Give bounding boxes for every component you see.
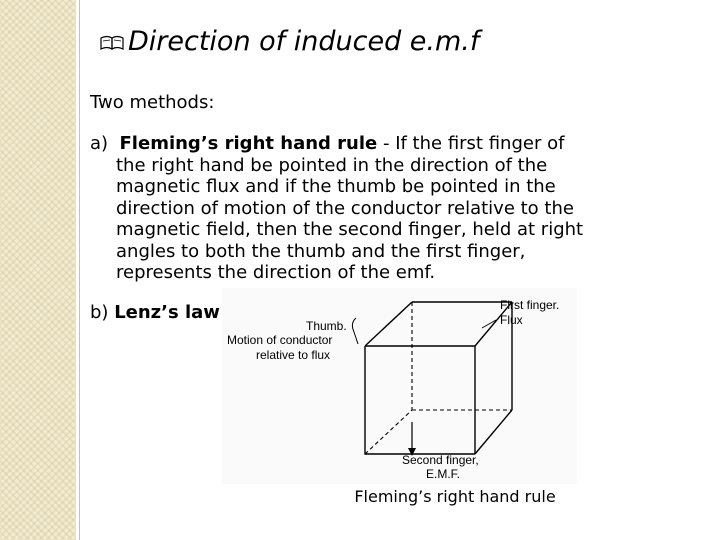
- book-bullet-icon: [98, 32, 128, 52]
- thumb-brace: [351, 317, 359, 345]
- item-a-term: Fleming’s right hand rule: [119, 133, 378, 154]
- thumb-label: Thumb.: [306, 319, 347, 333]
- figure-caption: Fleming’s right hand rule: [354, 487, 556, 506]
- motion-label-2: relative to flux: [256, 348, 330, 362]
- fleming-diagram: Thumb. Motion of conductor relative to f…: [222, 288, 577, 484]
- item-a-line-3: magnetic flux and if the thumb be pointe…: [116, 176, 556, 197]
- item-a-line-2: the right hand be pointed in the directi…: [116, 154, 548, 176]
- second-finger-label-2: E.M.F.: [426, 467, 460, 481]
- item-a-first-line: a) Fleming’s right hand rule - If the fi…: [90, 133, 670, 155]
- item-a-line-6: angles to both the thumb and the first f…: [116, 240, 526, 262]
- item-b-marker: b): [90, 302, 109, 323]
- item-a-line-4: direction of motion of the conductor rel…: [116, 197, 574, 219]
- slide-title: Direction of induced e.m.f: [128, 26, 480, 57]
- item-a-line-7: represents the direction of the emf.: [116, 262, 436, 283]
- motion-label-1: Motion of conductor: [227, 333, 332, 347]
- item-b-term: Lenz’s law: [114, 302, 220, 323]
- item-b: b) Lenz’s law: [90, 302, 220, 323]
- item-a-line-1: - If the first finger of: [377, 133, 565, 154]
- divider-line: [79, 0, 80, 540]
- first-finger-label-1: First finger.: [500, 298, 559, 312]
- item-a-line-5: magnetic field, then the second finger, …: [116, 219, 584, 240]
- intro-text: Two methods:: [90, 92, 215, 113]
- second-finger-label-1: Second finger,: [402, 453, 479, 467]
- item-a-paragraph: a) Fleming’s right hand rule - If the fi…: [90, 133, 670, 284]
- title-row: Direction of induced e.m.f: [98, 26, 479, 57]
- first-finger-label-2: Flux: [500, 313, 523, 327]
- first-finger-pointer: [481, 319, 497, 329]
- fleming-diagram-svg: Thumb. Motion of conductor relative to f…: [227, 298, 559, 481]
- cube-hidden-diagonal: [364, 409, 413, 455]
- cube-top-right-edge: [474, 301, 513, 347]
- item-a-marker: a): [90, 133, 109, 154]
- decorative-side-strip: [0, 0, 76, 540]
- cube-top-left-edge: [364, 301, 413, 347]
- cube-right-bottom-edge: [474, 409, 513, 455]
